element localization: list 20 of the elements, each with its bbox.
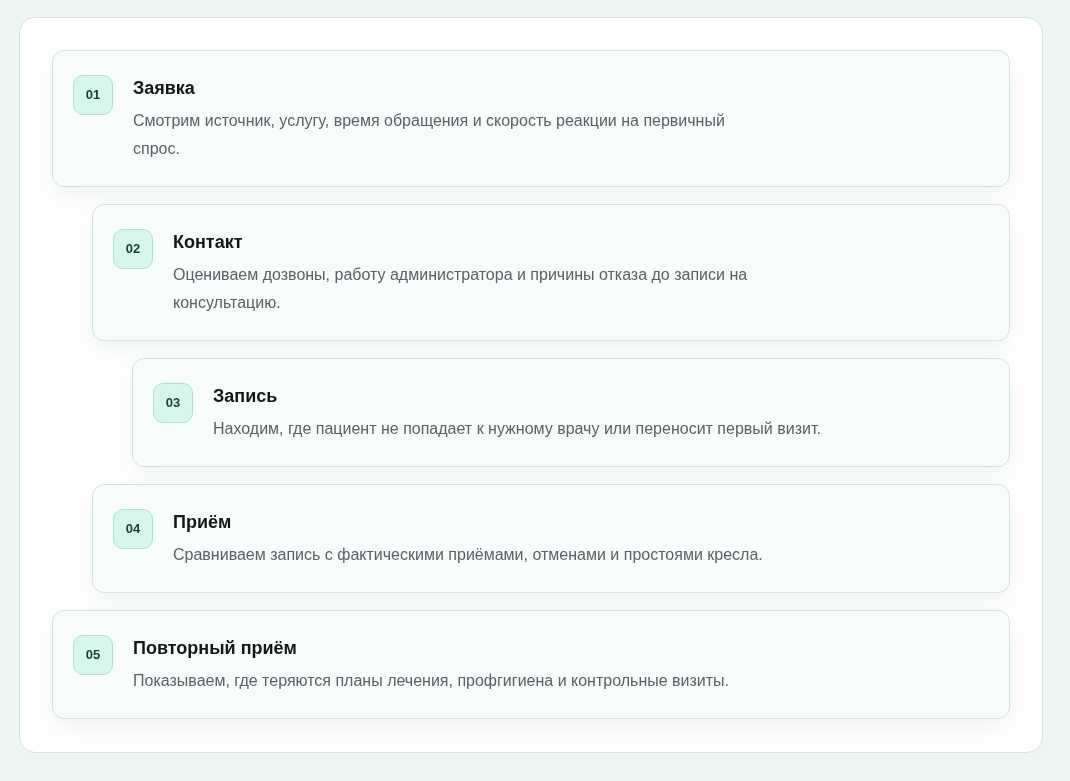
step-card — [52, 50, 1010, 187]
step-title: Повторный приём — [133, 637, 298, 660]
step-description: Оцениваем дозвоны, работу администратора и причины отказа до записи на консультацию. — [173, 265, 749, 313]
step-card — [92, 484, 1010, 593]
step-card — [92, 204, 1010, 341]
step-description: Находим, где пациент не попадает к нужному врачу или переносит первый визит. — [213, 419, 821, 439]
step-title: Контакт — [173, 231, 244, 254]
step-card — [132, 358, 1010, 467]
step-description: Смотрим источник, услугу, время обращения и скорость реакции на первичный спрос. — [133, 111, 726, 159]
step-title: Заявка — [133, 77, 196, 100]
step-title: Запись — [213, 385, 279, 408]
step-card — [52, 610, 1010, 719]
step-description: Показываем, где теряются планы лечения, профгигиена и контрольные визиты. — [133, 671, 730, 691]
step-description: Сравниваем запись с фактическими приёмами, отменами и простоями кресла. — [173, 545, 763, 565]
step-number-badge: 04 — [113, 509, 153, 549]
step-title: Приём — [173, 511, 233, 534]
step-number-badge: 03 — [153, 383, 193, 423]
step-number-badge: 01 — [73, 75, 113, 115]
step-number-badge: 02 — [113, 229, 153, 269]
step-number-badge: 05 — [73, 635, 113, 675]
